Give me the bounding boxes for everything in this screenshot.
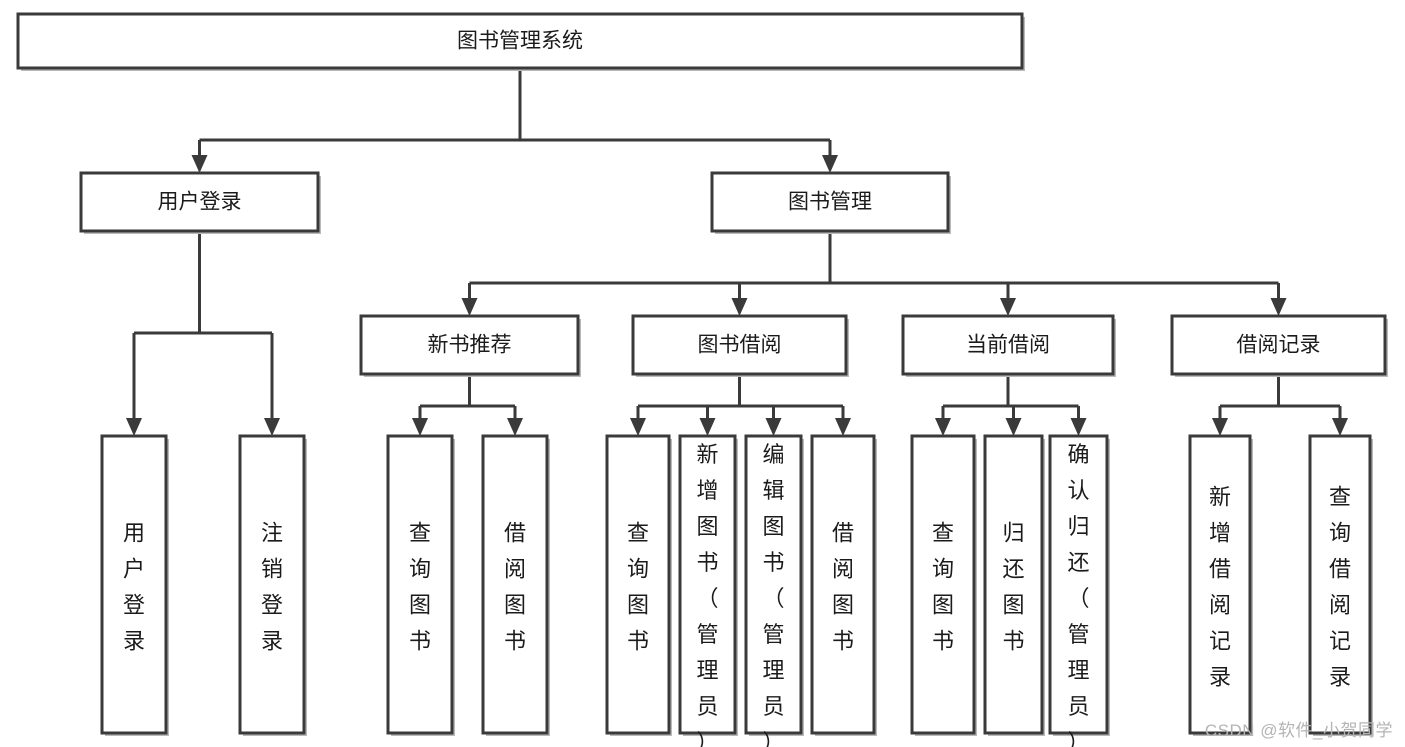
connector-group bbox=[412, 374, 523, 436]
arrow-head-icon bbox=[1332, 418, 1348, 436]
node-box[interactable] bbox=[481, 434, 549, 735]
arrow-head-icon bbox=[1000, 298, 1016, 316]
node-leaf-records-add[interactable]: 新增借阅记录 bbox=[1188, 434, 1253, 736]
arrow-head-icon bbox=[461, 298, 478, 316]
node-leaf-borrow-query[interactable]: 查询图书 bbox=[605, 434, 672, 736]
node-leaf-borrow-edit[interactable]: 编辑图书（管理员） bbox=[744, 434, 804, 747]
node-leaf-records-query[interactable]: 查询借阅记录 bbox=[1308, 434, 1373, 736]
arrow-head-icon bbox=[822, 155, 838, 173]
node-label: 注销登录 bbox=[261, 521, 283, 654]
arrow-head-icon bbox=[412, 418, 428, 436]
node-box[interactable] bbox=[1308, 434, 1372, 735]
node-leaf-current-confirm[interactable]: 确认归还（管理员） bbox=[1048, 434, 1110, 747]
node-box[interactable] bbox=[386, 434, 454, 735]
node-label: 查询图书 bbox=[932, 521, 954, 654]
node-box[interactable] bbox=[1188, 434, 1252, 735]
connector-layer bbox=[126, 68, 1348, 436]
node-box[interactable] bbox=[710, 171, 950, 233]
arrow-head-icon bbox=[699, 418, 716, 436]
arrow-head-icon bbox=[1005, 418, 1022, 436]
node-box[interactable] bbox=[910, 434, 976, 735]
node-label: 当前借阅 bbox=[966, 334, 1050, 357]
node-leaf-user-logout[interactable]: 注销登录 bbox=[238, 434, 307, 736]
node-box[interactable] bbox=[810, 434, 876, 735]
arrow-head-icon bbox=[630, 418, 646, 436]
node-box[interactable] bbox=[901, 314, 1115, 376]
node-label: 图书借阅 bbox=[698, 334, 782, 357]
arrow-head-icon bbox=[835, 418, 851, 436]
connector-group bbox=[191, 68, 838, 173]
node-leaf-user-login[interactable]: 用户登录 bbox=[100, 434, 169, 736]
node-box[interactable] bbox=[79, 171, 320, 233]
node-box[interactable] bbox=[359, 314, 580, 376]
node-box[interactable] bbox=[744, 434, 803, 735]
node-layer: 图书管理系统用户登录图书管理新书推荐图书借阅当前借阅借阅记录用户登录注销登录查询… bbox=[16, 12, 1388, 747]
node-label: 借阅图书 bbox=[832, 521, 854, 654]
node-box[interactable] bbox=[1170, 314, 1387, 376]
connector-group bbox=[935, 374, 1087, 436]
arrow-head-icon bbox=[126, 418, 142, 436]
node-current[interactable]: 当前借阅 bbox=[901, 314, 1116, 377]
node-label: 查询借阅记录 bbox=[1329, 485, 1351, 690]
node-label: 查询图书 bbox=[627, 521, 649, 654]
arrow-head-icon bbox=[1270, 298, 1287, 316]
node-label: 借阅图书 bbox=[504, 521, 526, 654]
node-label: 图书管理 bbox=[788, 191, 872, 214]
connector-group bbox=[630, 374, 851, 436]
node-box[interactable] bbox=[16, 12, 1024, 70]
node-label: 归还图书 bbox=[1002, 521, 1024, 654]
node-records[interactable]: 借阅记录 bbox=[1170, 314, 1388, 377]
arrow-head-icon bbox=[1070, 418, 1087, 436]
arrow-head-icon bbox=[731, 298, 748, 316]
connector-group bbox=[461, 231, 1287, 316]
node-root[interactable]: 图书管理系统 bbox=[16, 12, 1025, 71]
node-label: 查询图书 bbox=[409, 521, 431, 654]
arrow-head-icon bbox=[765, 418, 782, 436]
node-label: 用户登录 bbox=[123, 521, 145, 654]
node-box[interactable] bbox=[1048, 434, 1109, 735]
node-label: 确认归还（管理员） bbox=[1067, 442, 1089, 747]
node-box[interactable] bbox=[983, 434, 1044, 735]
node-leaf-newbook-borrow[interactable]: 借阅图书 bbox=[481, 434, 550, 736]
node-label: 新增借阅记录 bbox=[1209, 485, 1231, 690]
arrow-head-icon bbox=[264, 418, 280, 436]
node-borrow[interactable]: 图书借阅 bbox=[631, 314, 849, 377]
node-leaf-newbook-query[interactable]: 查询图书 bbox=[386, 434, 455, 736]
connector-group bbox=[126, 231, 280, 436]
node-leaf-borrow-lend[interactable]: 借阅图书 bbox=[810, 434, 877, 736]
node-leaf-borrow-add[interactable]: 新增图书（管理员） bbox=[678, 434, 738, 747]
node-box[interactable] bbox=[631, 314, 848, 376]
arrow-head-icon bbox=[935, 418, 951, 436]
arrow-head-icon bbox=[1212, 418, 1228, 436]
node-label: 新书推荐 bbox=[428, 334, 512, 357]
node-box[interactable] bbox=[678, 434, 737, 735]
arrow-head-icon bbox=[507, 418, 523, 436]
node-label: 新增图书（管理员） bbox=[696, 442, 718, 747]
arrow-head-icon bbox=[191, 155, 208, 173]
node-bookmgmt[interactable]: 图书管理 bbox=[710, 171, 951, 234]
node-label: 借阅记录 bbox=[1237, 334, 1321, 357]
node-leaf-current-query[interactable]: 查询图书 bbox=[910, 434, 977, 736]
node-leaf-current-return[interactable]: 归还图书 bbox=[983, 434, 1045, 736]
node-box[interactable] bbox=[238, 434, 306, 735]
node-label: 图书管理系统 bbox=[457, 30, 583, 53]
node-label: 用户登录 bbox=[158, 191, 242, 214]
node-login[interactable]: 用户登录 bbox=[79, 171, 321, 234]
connector-group bbox=[1212, 374, 1348, 436]
node-label: 编辑图书（管理员） bbox=[762, 442, 784, 747]
node-newbook[interactable]: 新书推荐 bbox=[359, 314, 581, 377]
node-box[interactable] bbox=[100, 434, 168, 735]
node-box[interactable] bbox=[605, 434, 671, 735]
